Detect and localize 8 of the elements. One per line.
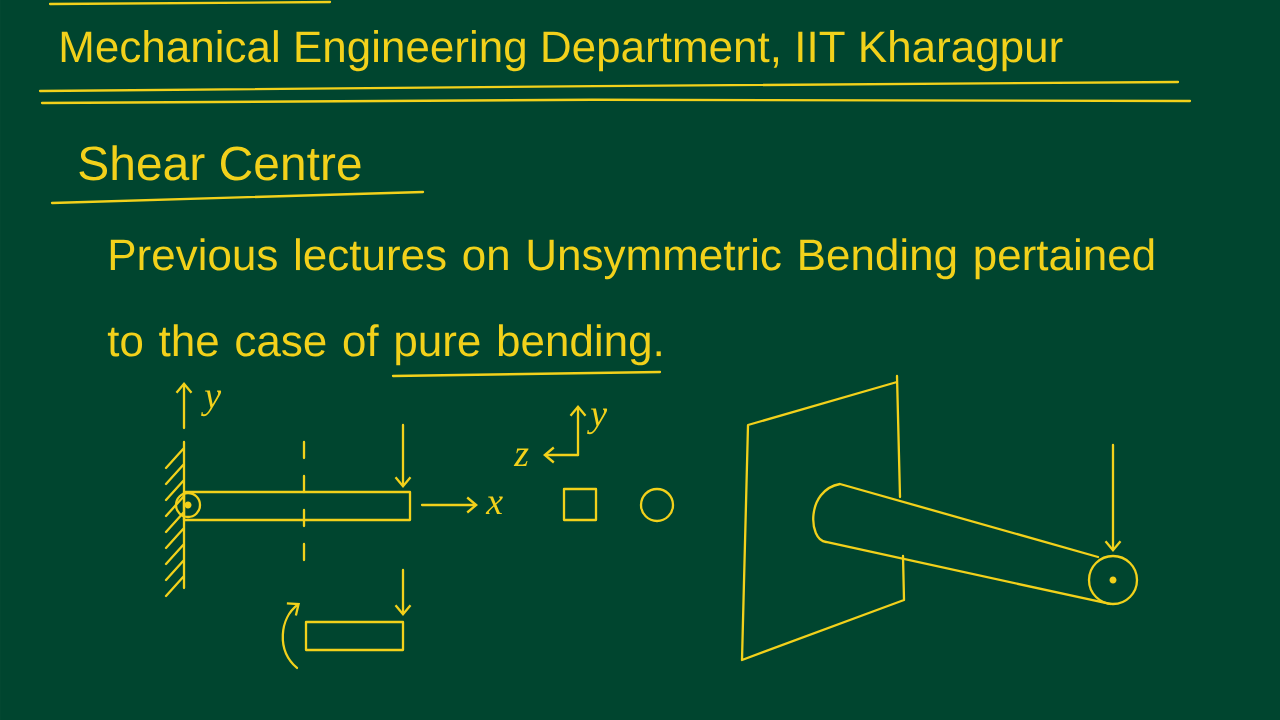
- paragraph-text: Previous lectures on Unsymmetric Bending pertained to the case of pure bending.: [107, 238, 1154, 366]
- header-text: Mechanical Engineering Department, IIT Kharagpur: [61, 30, 1063, 72]
- axis-label: y: [201, 390, 222, 417]
- slide-heading: Shear Centre: [79, 145, 361, 181]
- axis-label: x: [485, 496, 503, 514]
- axis-label: z: [513, 448, 529, 466]
- beam-segment: [304, 620, 405, 652]
- axis-label: y: [587, 408, 608, 435]
